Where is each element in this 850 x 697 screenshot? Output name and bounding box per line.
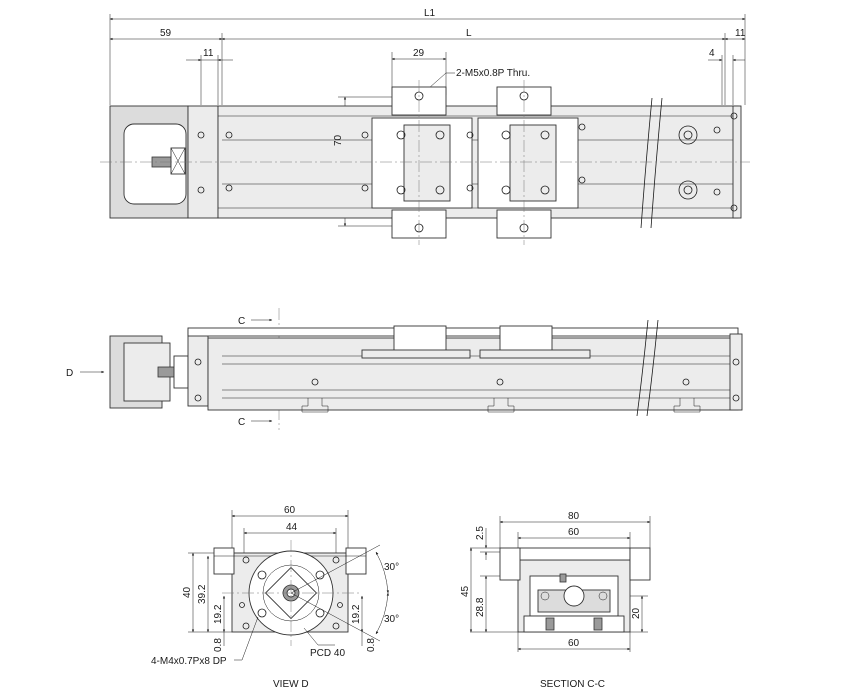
section-marker-bottom: C (238, 417, 245, 428)
dim-overall-length: L1 (424, 8, 436, 19)
view-marker-d: D (66, 368, 73, 379)
dim-stroke-length: L (466, 28, 472, 39)
dim-cc-80: 80 (568, 511, 580, 522)
dim-cc-60-bottom: 60 (568, 638, 580, 649)
dim-motor-offset: 59 (160, 28, 172, 39)
note-thru-hole: 2-M5x0.8P Thru. (456, 68, 530, 79)
dim-view-d-40: 40 (182, 586, 193, 598)
dim-view-d-60: 60 (284, 505, 296, 516)
top-view: L1 59 L 11 11 4 29 2-M5x0.8P Thru. 70 (100, 8, 750, 245)
dim-carriage-pitch: 29 (413, 48, 425, 59)
caption-view-d: VIEW D (273, 679, 309, 690)
dim-cc-2-5: 2.5 (475, 526, 486, 540)
dim-view-d-angle-top: 30° (384, 562, 399, 573)
section-marker-top: C (238, 316, 245, 327)
dim-cc-45: 45 (460, 585, 471, 597)
dim-view-d-19-2-left: 19.2 (213, 604, 224, 624)
note-tap: 4-M4x0.7Px8 DP (151, 656, 227, 667)
caption-section-cc: SECTION C-C (540, 679, 605, 690)
view-d: 60 44 40 39.2 19.2 0.8 19.2 0.8 (151, 505, 399, 690)
dim-view-d-19-2-right: 19.2 (351, 604, 362, 624)
dim-view-d-39-2: 39.2 (197, 584, 208, 604)
dim-right-end: 11 (735, 28, 746, 39)
dim-cc-20: 20 (631, 607, 642, 619)
dim-width: 70 (333, 134, 344, 146)
note-pcd: PCD 40 (310, 648, 345, 659)
dim-cc-60-top: 60 (568, 527, 580, 538)
dim-cc-28-8: 28.8 (475, 597, 486, 617)
dim-view-d-angle-bottom: 30° (384, 614, 399, 625)
side-view: C C D (66, 308, 743, 430)
dim-right-gap: 4 (709, 48, 715, 59)
dim-view-d-0-8-right: 0.8 (366, 638, 377, 652)
dim-view-d-44: 44 (286, 522, 298, 533)
dim-view-d-0-8-left: 0.8 (213, 638, 224, 652)
dim-left-end: 11 (203, 48, 214, 59)
section-cc: 80 60 2.5 45 28.8 20 60 SECT (460, 511, 651, 690)
